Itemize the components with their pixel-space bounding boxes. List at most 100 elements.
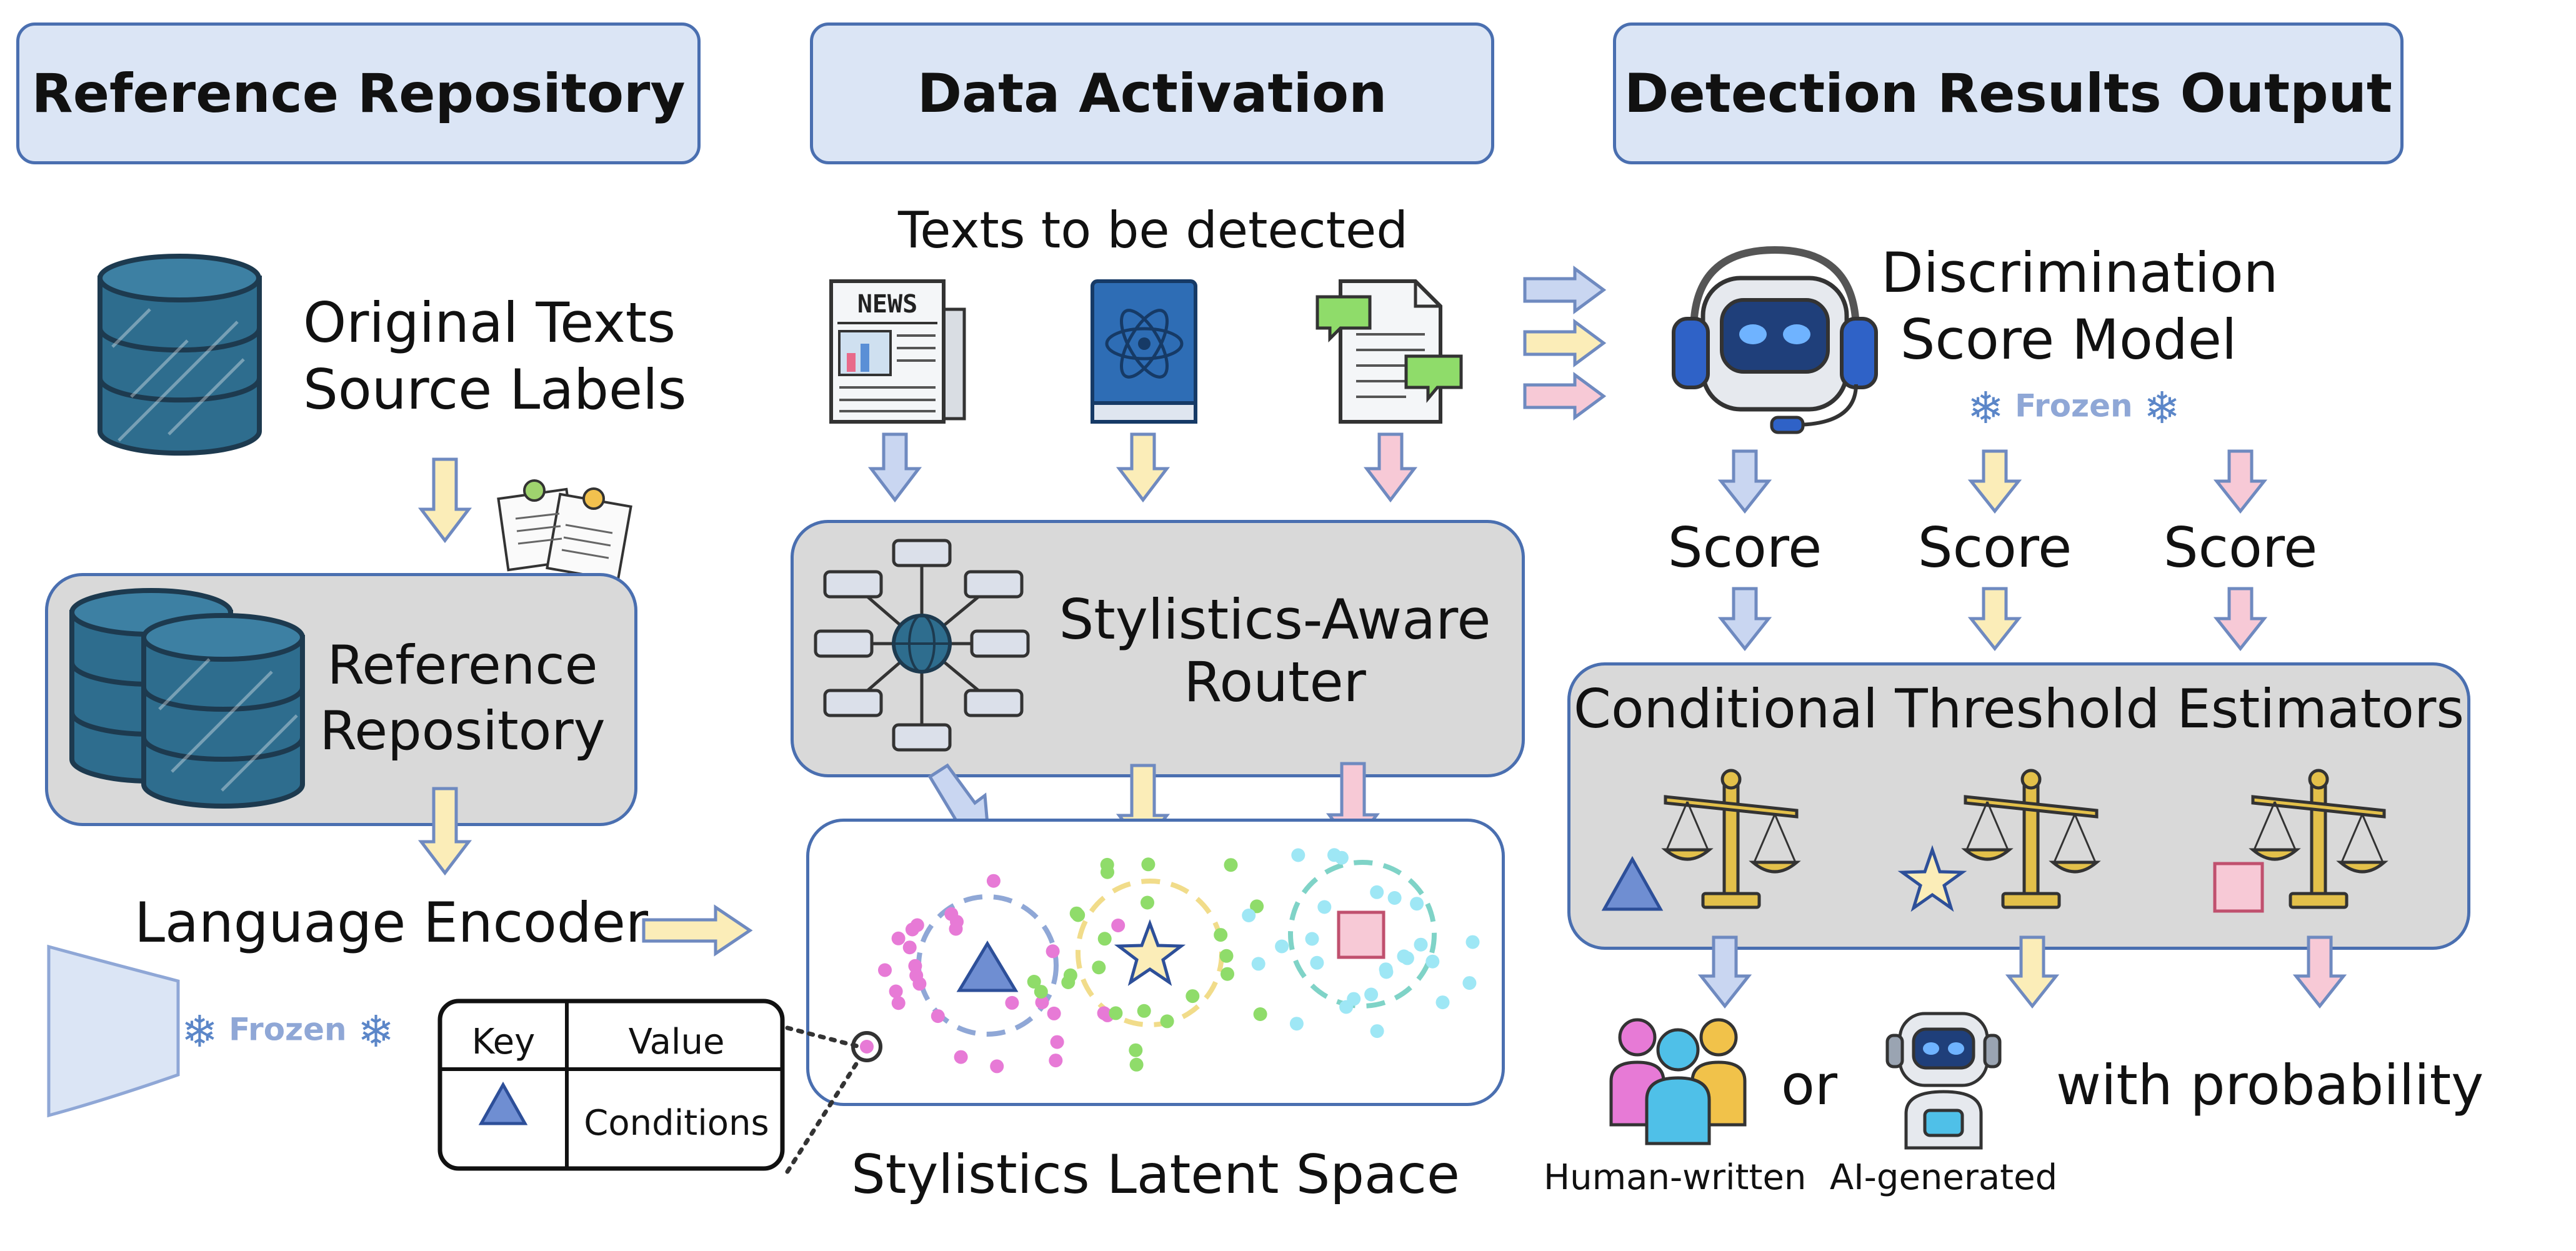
latent-dot <box>1291 848 1305 862</box>
down-arrow-score-blue-2 <box>1717 587 1772 652</box>
down-arrow-book <box>1116 432 1171 503</box>
latent-dot <box>878 963 892 977</box>
latent-dot <box>1253 1007 1267 1021</box>
down-arrow-score-yellow-1 <box>1967 449 2022 514</box>
latent-dot <box>889 984 903 999</box>
latent-dot <box>1465 935 1480 949</box>
latent-dot <box>1111 919 1126 932</box>
latent-dot <box>1027 975 1041 989</box>
latent-dot <box>944 907 959 921</box>
right-arrow-encoder <box>642 904 753 957</box>
latent-dot <box>1289 1017 1304 1031</box>
right-arrow-yellow <box>1523 319 1607 367</box>
latent-dot <box>1370 885 1384 899</box>
latent-space-clusters <box>851 848 1480 1074</box>
document-chat-icon <box>1315 279 1463 424</box>
latent-dot <box>1141 857 1156 872</box>
latent-dot <box>1305 932 1319 946</box>
down-arrow-news <box>867 432 922 503</box>
right-arrow-blue <box>1523 266 1607 314</box>
right-arrow-pink <box>1523 372 1607 421</box>
router-label-line2: Router <box>1184 650 1366 714</box>
snowflake-icon: ❄ <box>2144 382 2180 434</box>
latent-dot <box>1462 976 1477 990</box>
star-icon <box>1114 919 1186 986</box>
latent-dot <box>910 918 924 932</box>
snowflake-icon: ❄ <box>181 1006 218 1057</box>
latent-dot <box>891 931 906 945</box>
latent-dot <box>1047 1006 1061 1020</box>
triangle-condition-icon <box>1601 855 1664 911</box>
down-arrow-score-blue-1 <box>1717 449 1772 514</box>
reference-repository-line2: Repository <box>319 700 606 762</box>
reference-repository-line1: Reference <box>327 634 598 697</box>
latent-dot <box>891 996 906 1010</box>
down-arrow-score-yellow-2 <box>1967 587 2022 652</box>
latent-dots <box>878 848 1480 1074</box>
score-label-2: Score <box>1917 516 2072 580</box>
latent-dot <box>1410 897 1424 911</box>
latent-dot <box>1347 992 1361 1006</box>
star-condition-icon <box>1897 845 1967 912</box>
database-stack-icon <box>69 588 305 809</box>
original-texts-label: Original Texts <box>303 291 676 355</box>
zoom-connector <box>785 1025 862 1174</box>
latent-dot <box>1414 937 1428 952</box>
latent-dot <box>1219 949 1234 963</box>
latent-dot <box>1379 962 1393 977</box>
balance-scale-icon-2 <box>1961 769 2101 909</box>
header-reference-repository: Reference Repository <box>16 22 701 164</box>
latent-dot <box>1400 951 1414 965</box>
balance-scale-icon-3 <box>2249 769 2389 909</box>
latent-dot <box>1250 899 1264 914</box>
latent-dot <box>902 940 917 955</box>
snowflake-icon: ❄ <box>1967 382 2004 434</box>
score-label-1: Score <box>1667 516 1822 580</box>
down-arrow-score-pink-2 <box>2213 587 2268 652</box>
latent-dot <box>1275 939 1289 954</box>
latent-dot <box>1387 891 1402 905</box>
selected-dot <box>860 1040 874 1054</box>
latent-dot <box>1129 1057 1144 1072</box>
down-arrow-result-pink <box>2292 935 2347 1009</box>
latent-dot <box>1317 900 1332 914</box>
latent-dot <box>1069 906 1084 920</box>
header-data-activation-label: Data Activation <box>917 62 1387 125</box>
or-label: or <box>1781 1053 1838 1117</box>
news-label: NEWS <box>857 290 917 319</box>
latent-dot <box>1100 857 1114 872</box>
newspaper-icon: NEWS <box>829 279 966 424</box>
score-label-3: Score <box>2163 516 2318 580</box>
latent-dot <box>1334 850 1349 865</box>
header-detection-results-output: Detection Results Output <box>1613 22 2404 164</box>
latent-dot <box>1251 957 1266 971</box>
latent-dot <box>1129 1043 1143 1057</box>
latent-dot <box>1050 1035 1064 1049</box>
router-label-line1: Stylistics-Aware <box>1059 587 1491 652</box>
texts-to-be-detected-label: Texts to be detected <box>897 201 1408 259</box>
encoder-shape <box>47 944 180 1118</box>
snowflake-icon: ❄ <box>357 1006 394 1057</box>
with-probability-label: with probability <box>2056 1053 2484 1117</box>
network-router-icon <box>814 539 1030 752</box>
latent-dot <box>1046 944 1060 959</box>
threshold-estimators-label: Conditional Threshold Estimators <box>1573 678 2465 740</box>
header-reference-repository-label: Reference Repository <box>31 62 686 125</box>
latent-dot <box>1160 1014 1174 1029</box>
triangle-icon <box>956 940 1019 992</box>
latent-dot <box>986 874 1001 888</box>
key-header: Key <box>471 1022 536 1062</box>
latent-dot <box>1310 955 1324 970</box>
encoder-frozen-tag: ❄ Frozen ❄ <box>181 1006 394 1057</box>
latent-dot <box>1063 968 1077 982</box>
balance-scale-icon-1 <box>1661 769 1801 909</box>
pinned-notes-icon <box>497 479 632 582</box>
model-frozen-label: Frozen <box>2015 387 2133 424</box>
header-detection-results-output-label: Detection Results Output <box>1624 62 2392 125</box>
down-arrow-document <box>1363 432 1418 503</box>
square-icon <box>1337 910 1385 959</box>
latent-dot <box>1035 995 1049 1010</box>
ai-generated-label: AI-generated <box>1829 1157 2058 1198</box>
header-data-activation: Data Activation <box>810 22 1494 164</box>
language-encoder-label: Language Encoder <box>134 890 649 955</box>
